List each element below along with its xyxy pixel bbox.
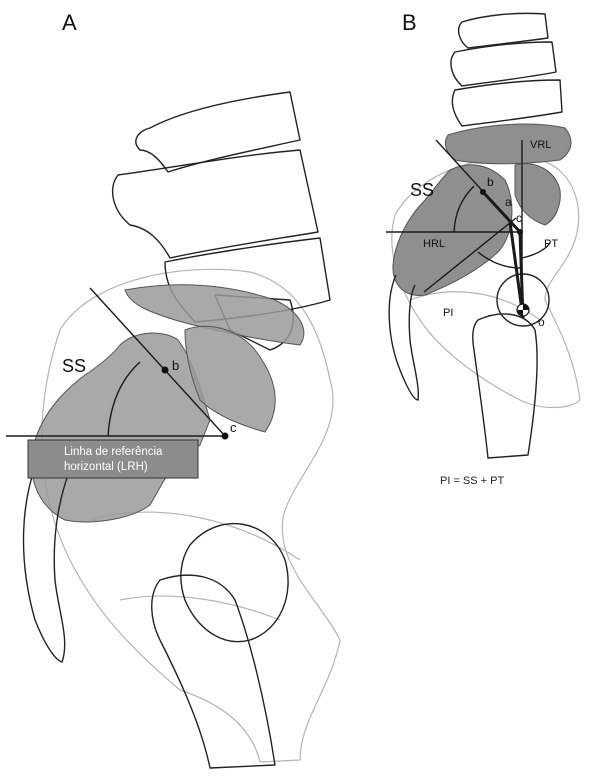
point-o-label-b: o [538, 315, 545, 329]
l5-shaded-b [445, 124, 571, 164]
hip-center-quad-2 [517, 310, 523, 316]
vertebra-l4-b [452, 80, 562, 126]
panel-a: A SS b c Linha de referência horizon [6, 10, 340, 768]
point-c-marker-b [517, 229, 523, 235]
point-c-label-b: c [516, 211, 522, 225]
sacrum-shaded-a [31, 333, 210, 522]
point-b-label-b: b [487, 175, 494, 189]
lrh-line-1: Linha de referência [64, 446, 163, 458]
panel-b: B SS VRL HRL [386, 10, 580, 487]
pi-label-b: PI [443, 307, 453, 319]
femoral-head-a [181, 524, 288, 642]
lrh-label: Linha de referência horizontal (LRH) [28, 440, 198, 478]
point-a-label-b: a [505, 195, 512, 209]
pi-formula: PI = SS + PT [440, 475, 504, 487]
point-c-label-a: c [230, 420, 237, 435]
point-b-marker-b [480, 189, 486, 195]
hrl-label-b: HRL [423, 238, 445, 250]
ss-label-b: SS [410, 180, 434, 200]
point-b-marker-a [162, 367, 169, 374]
femur-shaft-b [473, 314, 537, 458]
point-b-label-a: b [172, 358, 179, 373]
ss-label-a: SS [62, 356, 86, 376]
ilium-inner-a [90, 512, 300, 620]
point-c-marker-a [222, 433, 229, 440]
vertebra-l3-b [451, 42, 556, 86]
femur-shaft-a [152, 575, 275, 768]
lrh-line-2: horizontal (LRH) [64, 461, 148, 473]
vrl-label-b: VRL [530, 139, 551, 151]
panel-a-letter: A [62, 10, 77, 35]
hip-center-quad-1 [523, 304, 529, 310]
pt-label-b: PT [544, 238, 558, 250]
panel-b-letter: B [402, 10, 417, 35]
